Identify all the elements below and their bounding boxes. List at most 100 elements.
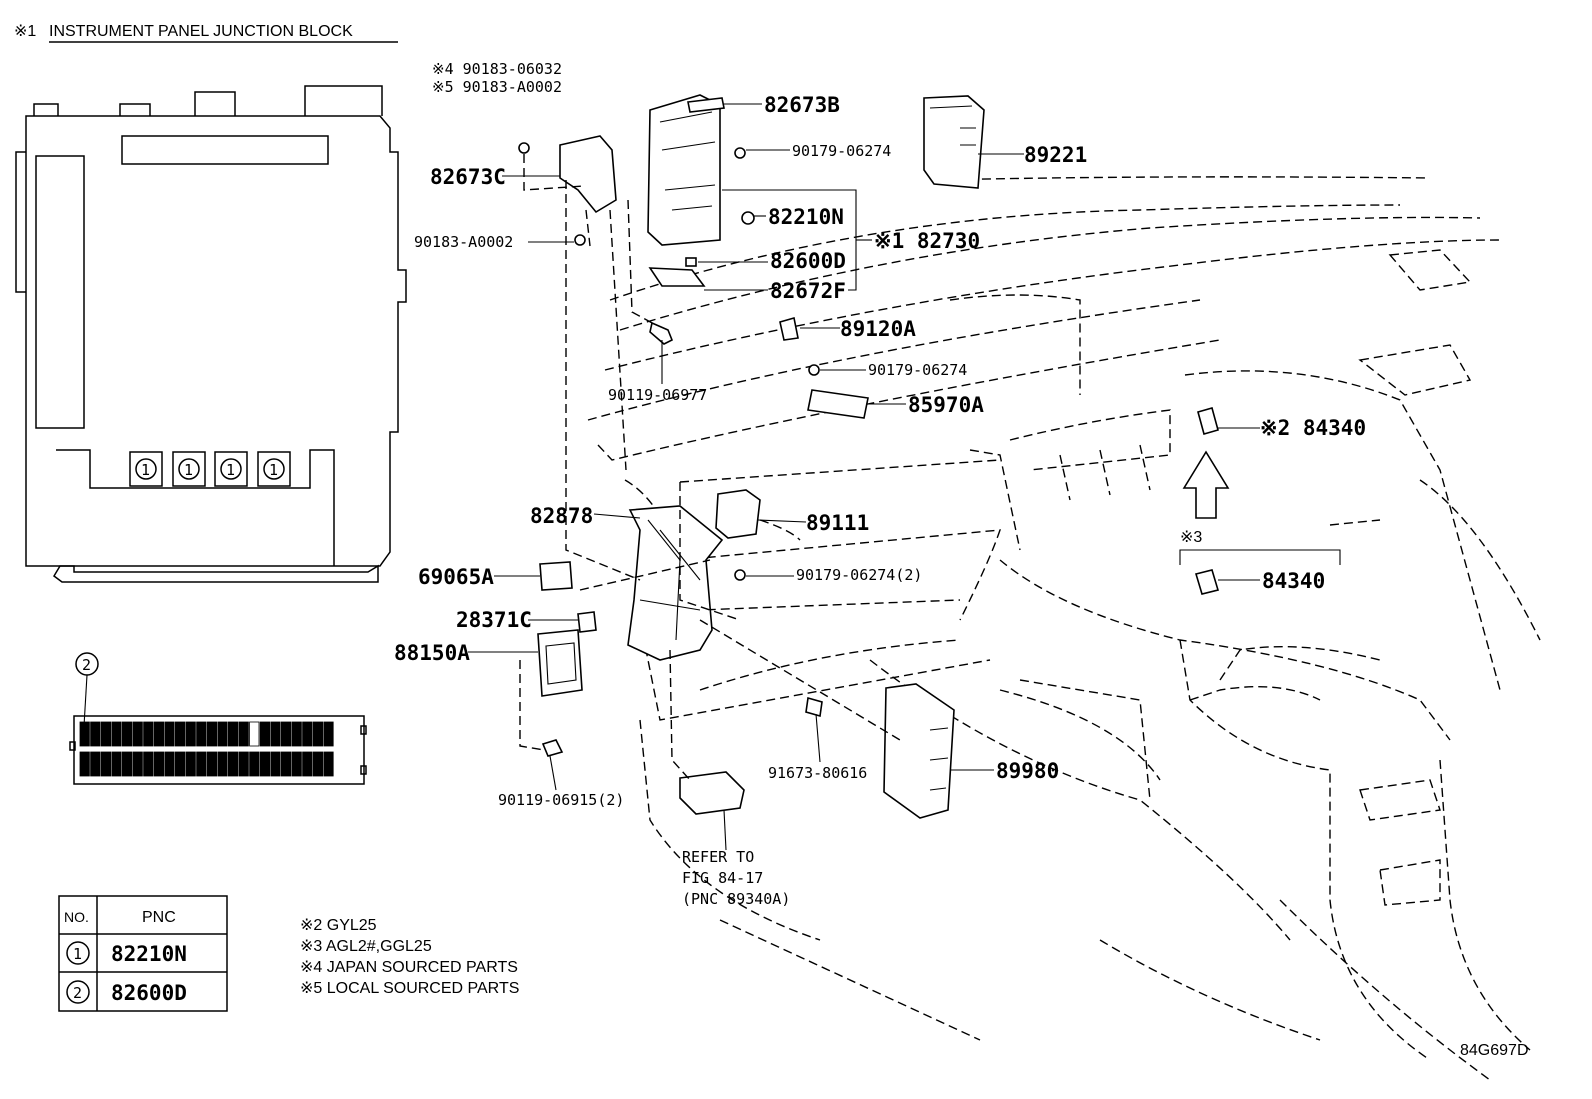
figure-code: 84G697D bbox=[1460, 1042, 1529, 1059]
fuse-cell bbox=[217, 751, 228, 777]
label-82730: ※1 82730 bbox=[874, 229, 980, 253]
fuse-cell bbox=[143, 751, 154, 777]
fuse-cell bbox=[227, 751, 239, 777]
fuse-cell bbox=[259, 751, 271, 777]
fuse-cell bbox=[280, 751, 292, 777]
svg-text:2: 2 bbox=[82, 656, 91, 674]
refer-line-2: FIG 84-17 bbox=[682, 869, 763, 887]
pnc-table: NO. PNC 1 82210N 2 82600D bbox=[58, 895, 228, 1012]
note-2: ※2 GYL25 bbox=[300, 917, 377, 934]
fuse-cell bbox=[143, 721, 154, 747]
direction-arrow-icon bbox=[1182, 450, 1230, 519]
ecu-89980 bbox=[883, 683, 955, 819]
header-mark: ※1 bbox=[14, 23, 36, 40]
fuse-cell bbox=[270, 751, 281, 777]
label-82878: 82878 bbox=[530, 504, 593, 528]
label-91673-80616: 91673-80616 bbox=[768, 764, 867, 782]
part-labels: ※4 90183-06032 ※5 90183-A0002 82673B 901… bbox=[394, 60, 1366, 908]
fuse-cell bbox=[238, 721, 249, 747]
fuse-cell bbox=[196, 721, 207, 747]
table-row-2-no: 2 bbox=[73, 984, 82, 1002]
fuse-cell bbox=[270, 721, 281, 747]
label-69065a: 69065A bbox=[418, 565, 494, 589]
label-90179-06274-a: 90179-06274 bbox=[792, 142, 891, 160]
note-3: ※3 AGL2#,GGL25 bbox=[300, 938, 432, 955]
fuse-cell bbox=[132, 751, 143, 777]
fuse-cell bbox=[302, 721, 313, 747]
table-row-1-no: 1 bbox=[73, 945, 82, 963]
label-90119-06977: 90119-06977 bbox=[608, 386, 707, 404]
fuse-cell bbox=[323, 721, 334, 747]
fuse-cell bbox=[174, 721, 186, 747]
fuse-cell bbox=[291, 721, 302, 747]
fuse-cell bbox=[164, 721, 175, 747]
part-glyphs bbox=[518, 94, 1341, 819]
fuse-cell bbox=[153, 721, 164, 747]
footnotes: ※2 GYL25 ※3 AGL2#,GGL25 ※4 JAPAN SOURCED… bbox=[300, 917, 519, 997]
fuse-cell bbox=[164, 751, 175, 777]
label-89980: 89980 bbox=[996, 759, 1059, 783]
label-85970a: 85970A bbox=[908, 393, 984, 417]
svg-text:1: 1 bbox=[184, 461, 193, 479]
fuse-cell bbox=[153, 751, 164, 777]
label-90179-06274-2: 90179-06274(2) bbox=[796, 566, 922, 584]
fuse-cell bbox=[185, 721, 196, 747]
fuse-cell bbox=[291, 751, 302, 777]
label-82673b: 82673B bbox=[764, 93, 840, 117]
fuse-cell bbox=[249, 751, 260, 777]
dashboard-outline bbox=[587, 176, 1541, 1081]
label-82672f: 82672F bbox=[770, 279, 846, 303]
fuse-cell bbox=[206, 751, 217, 777]
fuse-cell bbox=[122, 721, 133, 747]
table-row-2-pnc: 82600D bbox=[111, 981, 187, 1005]
bracket-82878 bbox=[627, 505, 724, 661]
label-88150a: 88150A bbox=[394, 641, 470, 665]
refer-line-1: REFER TO bbox=[682, 848, 754, 866]
bracket-82673c bbox=[559, 135, 617, 214]
fuse-cell bbox=[111, 721, 122, 747]
fuse-cell bbox=[227, 721, 239, 747]
table-col-pnc: PNC bbox=[142, 909, 176, 926]
label-90183-a0002-local: ※5 90183-A0002 bbox=[432, 78, 562, 96]
fuse-cell bbox=[122, 751, 133, 777]
note-4: ※4 JAPAN SOURCED PARTS bbox=[300, 959, 518, 976]
relay-85970a bbox=[807, 389, 869, 419]
svg-text:1: 1 bbox=[226, 461, 235, 479]
header: ※1 INSTRUMENT PANEL JUNCTION BLOCK bbox=[14, 23, 398, 43]
fuse-cell bbox=[185, 751, 196, 777]
label-28371c: 28371C bbox=[456, 608, 532, 632]
fuse-cell bbox=[90, 751, 101, 777]
fuse-cell bbox=[196, 751, 207, 777]
fuse-cell bbox=[238, 751, 249, 777]
ecu-89221 bbox=[923, 95, 985, 189]
label-89221: 89221 bbox=[1024, 143, 1087, 167]
fuse-strip: 2 bbox=[69, 652, 367, 785]
fuse-cell bbox=[206, 721, 217, 747]
refer-line-3: (PNC 89340A) bbox=[682, 890, 790, 908]
fuse-cell bbox=[217, 721, 228, 747]
label-84340-b: 84340 bbox=[1262, 569, 1325, 593]
fuse-cell bbox=[302, 751, 313, 777]
note-5: ※5 LOCAL SOURCED PARTS bbox=[300, 980, 519, 997]
junction-block-drawing bbox=[15, 85, 407, 583]
label-90119-06915: 90119-06915(2) bbox=[498, 791, 624, 809]
fuse-cell bbox=[111, 751, 122, 777]
label-90183-06032: ※4 90183-06032 bbox=[432, 60, 562, 78]
cover-82672f bbox=[648, 267, 706, 287]
fuse-cell bbox=[249, 721, 260, 747]
callout-circle-1 bbox=[135, 458, 157, 480]
label-89111: 89111 bbox=[806, 511, 869, 535]
label-84340-a: ※2 84340 bbox=[1260, 416, 1366, 440]
fuse-cell bbox=[323, 751, 334, 777]
module-89111 bbox=[715, 489, 761, 539]
svg-text:1: 1 bbox=[269, 461, 278, 479]
fuse-cell bbox=[90, 721, 101, 747]
label-90179-06274-b: 90179-06274 bbox=[868, 361, 967, 379]
fuse-cell bbox=[259, 721, 271, 747]
label-82673c: 82673C bbox=[430, 165, 506, 189]
fuse-cells bbox=[79, 721, 334, 777]
table-col-no: NO. bbox=[64, 909, 89, 925]
leader-lines bbox=[468, 103, 1260, 851]
fuse-cell bbox=[312, 751, 324, 777]
